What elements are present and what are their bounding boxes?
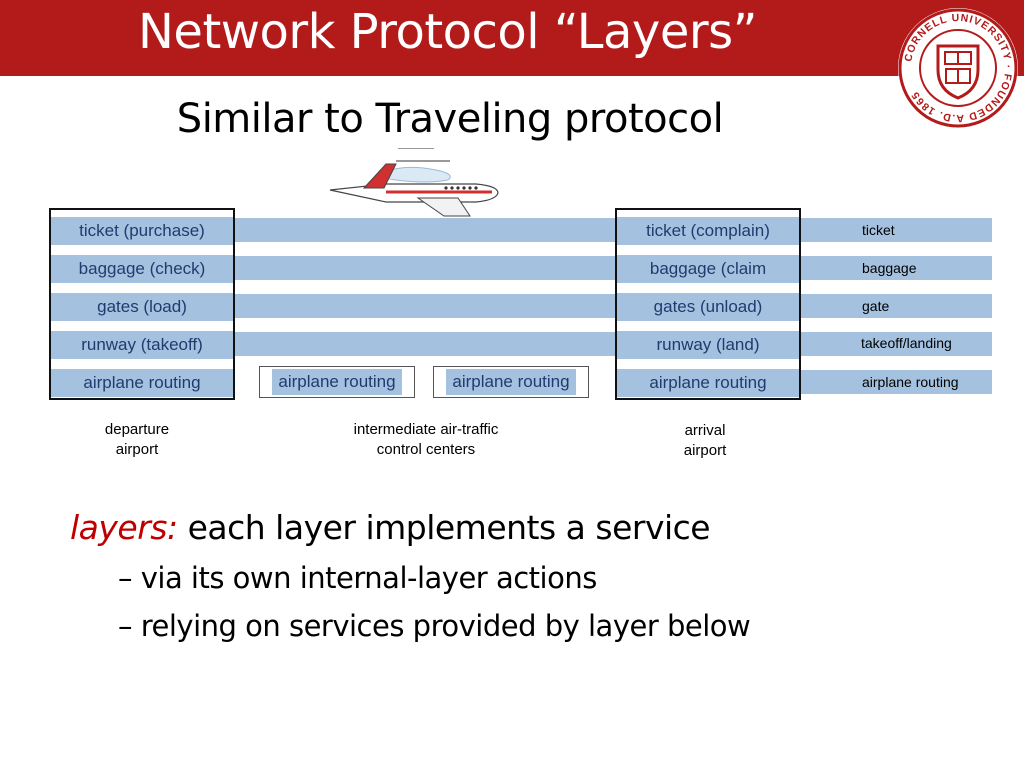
- slide-title: Network Protocol “Layers”: [138, 4, 757, 60]
- bullet-main-text: each layer implements a service: [177, 508, 711, 547]
- layer-band-takeoff: [230, 332, 992, 356]
- departure-airport-stack: ticket (purchase) baggage (check) gates …: [49, 208, 235, 400]
- layer-name-baggage: baggage: [862, 260, 917, 276]
- arrival-layer-gates: gates (unload): [617, 292, 799, 322]
- university-seal-icon: CORNELL UNIVERSITY · FOUNDED A.D. 1865: [898, 8, 1018, 128]
- arrival-layer-runway: runway (land): [617, 330, 799, 360]
- layer-band-baggage: [230, 256, 992, 280]
- intermediate-routing-label-2: airplane routing: [446, 369, 576, 395]
- arrival-layer-ticket: ticket (complain): [617, 216, 799, 246]
- departure-layer-routing: airplane routing: [51, 368, 233, 398]
- intermediate-routing-box-2: airplane routing: [433, 366, 589, 398]
- arrival-airport-stack: ticket (complain) baggage (claim gates (…: [615, 208, 801, 400]
- intermediate-routing-label-1: airplane routing: [272, 369, 402, 395]
- layer-band-gate: [230, 294, 992, 318]
- caption-departure: departure airport: [104, 421, 170, 458]
- layer-band-ticket: [230, 218, 992, 242]
- title-bar: Network Protocol “Layers”: [0, 0, 1024, 76]
- bullet-keyword: layers:: [70, 508, 178, 547]
- bullet-sub-1: – via its own internal-layer actions: [118, 561, 597, 595]
- layer-name-routing: airplane routing: [862, 374, 959, 390]
- layer-name-gate: gate: [862, 298, 890, 314]
- arrival-layer-baggage: baggage (claim: [617, 254, 799, 284]
- slide-subtitle: Similar to Traveling protocol: [176, 96, 724, 142]
- bullet-list: layers: each layer implements a service …: [70, 508, 751, 643]
- layers-diagram: ticket (purchase) baggage (check) gates …: [0, 160, 1024, 470]
- airplane-icon: [329, 148, 499, 217]
- intermediate-routing-box-1: airplane routing: [259, 366, 415, 398]
- layer-name-ticket: ticket: [862, 222, 895, 238]
- departure-layer-runway: runway (takeoff): [51, 330, 233, 360]
- bullet-main: layers: each layer implements a service: [70, 508, 750, 547]
- departure-layer-ticket: ticket (purchase): [51, 216, 233, 246]
- departure-layer-baggage: baggage (check): [51, 254, 233, 284]
- caption-intermediate: intermediate air-traffic control centers: [353, 421, 499, 458]
- bullet-sub-2: – relying on services provided by layer …: [118, 609, 751, 643]
- arrival-layer-routing: airplane routing: [617, 368, 799, 398]
- layer-name-takeoff: takeoff/landing: [861, 335, 952, 351]
- caption-arrival: arrival airport: [683, 422, 727, 459]
- layer-band-routing: [800, 370, 992, 394]
- departure-layer-gates: gates (load): [51, 292, 233, 322]
